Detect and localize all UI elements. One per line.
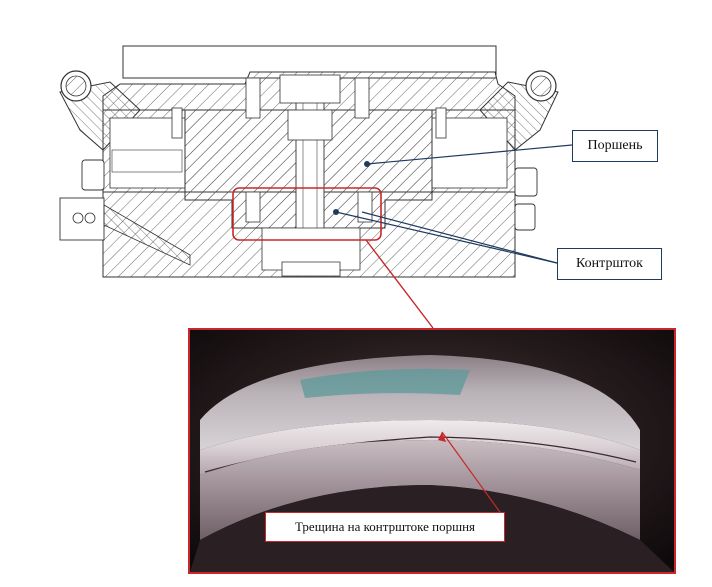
piston-callout-line — [364, 144, 573, 167]
piston-label: Поршень — [572, 130, 658, 162]
crack-label: Трещина на контрштоке поршня — [265, 512, 505, 542]
highlight-box — [232, 187, 382, 241]
counter-rod-callout-line — [333, 209, 558, 264]
counter-rod-label: Контршток — [557, 248, 662, 280]
highlight-connector-line — [365, 239, 434, 329]
